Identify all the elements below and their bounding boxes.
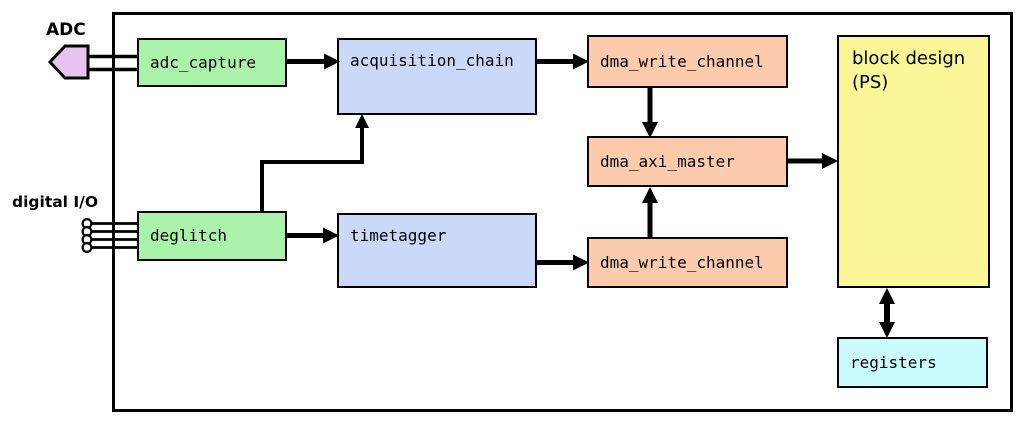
- node-label: dma_write_channel: [600, 252, 764, 272]
- arrow-block-design-registers-bidirectional: [879, 288, 895, 338]
- adc-label: ADC: [46, 20, 86, 40]
- node-label: deglitch: [150, 226, 228, 246]
- node-label: timetagger: [350, 226, 447, 245]
- digital-io-pins-icon: [81, 218, 137, 254]
- node-label: acquisition_chain: [350, 51, 514, 70]
- node-label: registers: [850, 352, 937, 372]
- arrow-adc-capture-to-acquisition-chain: [287, 53, 340, 70]
- adc-connector-icon: [47, 44, 137, 80]
- node-dma-write-channel-bottom: dma_write_channel: [587, 237, 788, 288]
- node-registers: registers: [837, 337, 988, 388]
- arrow-dma-write-bottom-to-dma-axi-master: [642, 187, 658, 237]
- arrow-dma-axi-master-to-block-design: [788, 153, 838, 169]
- arrow-deglitch-to-timetagger: [287, 227, 339, 244]
- node-deglitch: deglitch: [137, 211, 287, 261]
- node-label-line2: (PS): [852, 72, 889, 94]
- node-label-line1: block design: [852, 48, 966, 69]
- node-timetagger: timetagger: [337, 213, 537, 288]
- node-adc-capture: adc_capture: [137, 38, 287, 87]
- node-dma-axi-master: dma_axi_master: [587, 136, 788, 187]
- node-block-design-ps: block design (PS): [837, 35, 990, 288]
- node-label: dma_axi_master: [600, 151, 735, 171]
- node-label: adc_capture: [150, 52, 256, 72]
- digital-io-label: digital I/O: [12, 193, 98, 211]
- node-acquisition-chain: acquisition_chain: [337, 38, 537, 115]
- arrow-timetagger-to-dma-write-bottom: [537, 254, 589, 271]
- arrow-acquisition-chain-to-dma-write-top: [537, 53, 589, 70]
- arrow-deglitch-to-acquisition-chain: [260, 114, 369, 211]
- node-dma-write-channel-top: dma_write_channel: [587, 35, 788, 88]
- node-label: dma_write_channel: [600, 51, 764, 71]
- arrow-dma-write-top-to-dma-axi-master: [642, 88, 658, 138]
